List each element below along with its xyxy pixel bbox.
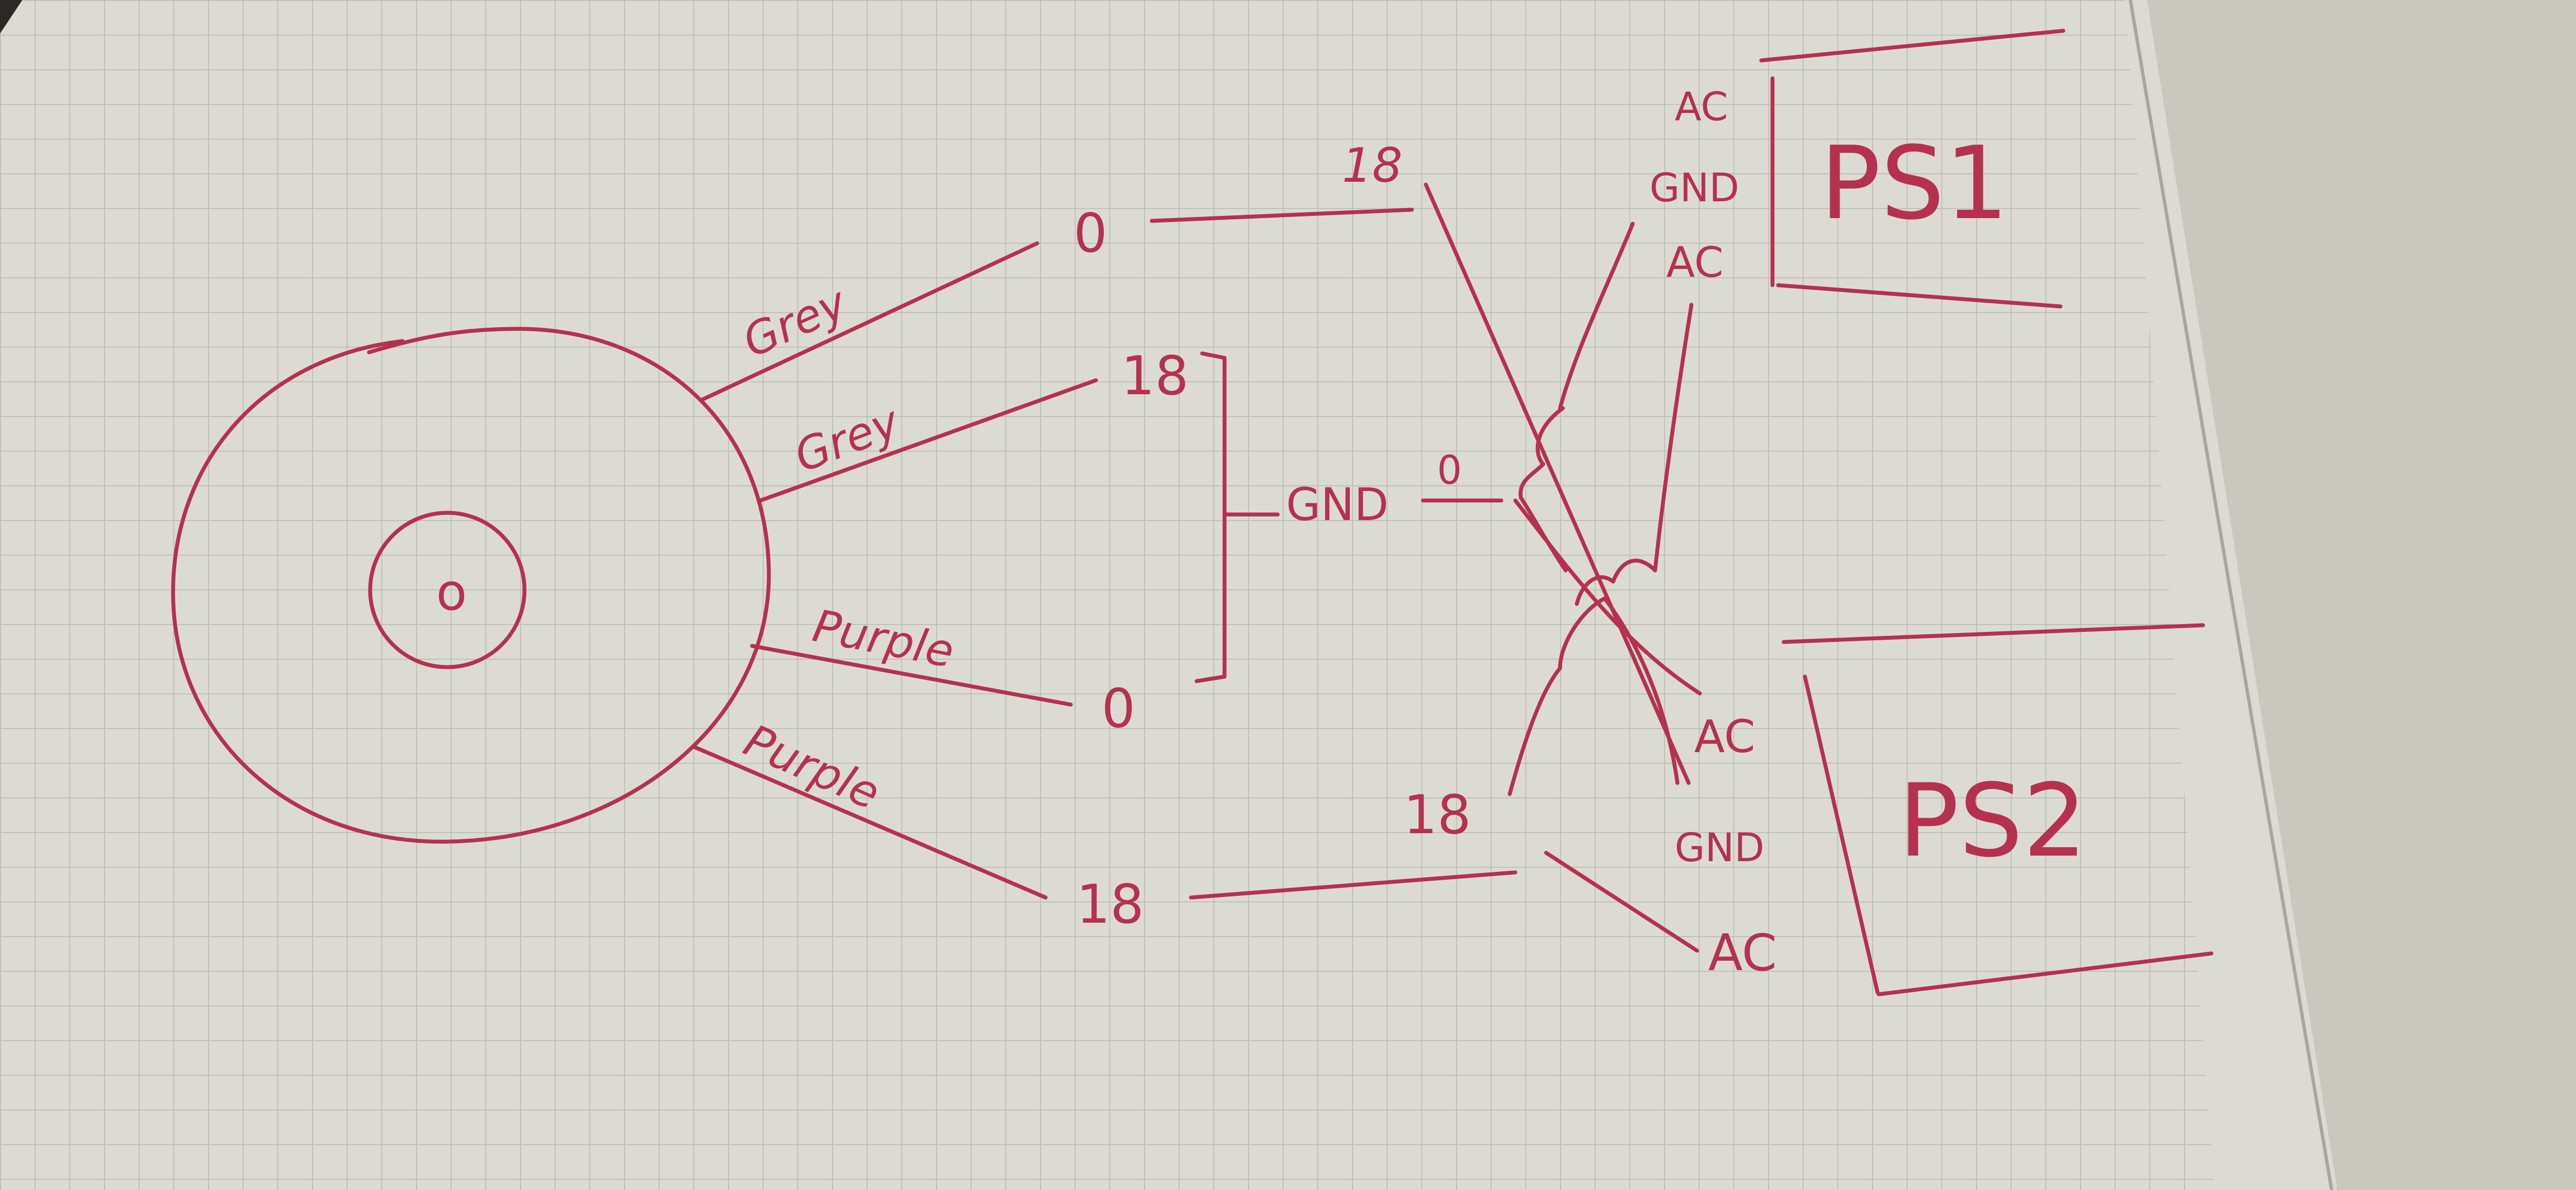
motor-center-label: o xyxy=(436,563,467,622)
ps2-outline xyxy=(1781,623,2214,997)
motor-outer-circle xyxy=(171,327,771,844)
ground-junction-label: GND xyxy=(1286,479,1388,531)
ps1-feed-line xyxy=(1150,207,1414,223)
terminal-grey-18: 18 xyxy=(1121,346,1189,407)
under-sheet xyxy=(2102,0,2576,1190)
ps2-feed-line xyxy=(1189,870,1518,900)
ps1-terminal-ac-bottom: AC xyxy=(1666,238,1723,287)
terminal-purple-18: 18 xyxy=(1076,874,1144,936)
wire-purple-0 xyxy=(750,644,1073,707)
motor-inner-circle xyxy=(368,511,527,669)
motor-wires xyxy=(691,241,1098,900)
ps2-feed-value: 18 xyxy=(1403,785,1471,846)
crossing-wires xyxy=(1424,182,1702,953)
cross-wire-ps1-to-ps2 xyxy=(1424,182,1691,785)
ps2-terminal-gnd: GND xyxy=(1675,825,1765,871)
ps1-terminal-gnd: GND xyxy=(1649,165,1740,211)
ps2-label: PS2 xyxy=(1898,763,2087,880)
wire-purple-18 xyxy=(691,744,1048,900)
ps1-feed-value: 18 xyxy=(1342,138,1402,193)
cross-wire-18-to-ac xyxy=(1544,851,1699,953)
paper-grid xyxy=(0,0,2214,1190)
ground-bracket: GND 0 xyxy=(1194,351,1568,683)
ps2-terminal-ac-bottom: AC xyxy=(1708,924,1777,983)
ps1-outline xyxy=(1759,29,2065,309)
ps2-feed: 18 xyxy=(1189,785,1518,900)
cross-wire-18-to-ps2 xyxy=(1507,596,1680,796)
cross-wire-gnd-to-ps1 xyxy=(1558,221,1635,410)
wire-grey-0 xyxy=(699,241,1039,402)
cross-wire-ac-to-ps1 xyxy=(1575,303,1694,606)
ps1-terminal-ac-top: AC xyxy=(1675,84,1728,130)
motor: o xyxy=(171,327,771,844)
ground-bracket-line xyxy=(1194,351,1227,683)
wire-terminals: 0 18 0 18 xyxy=(1074,203,1189,936)
ground-junction-value: 0 xyxy=(1437,447,1462,493)
ps1-feed: 18 xyxy=(1150,138,1414,223)
ps2-terminal-ac-top: AC xyxy=(1694,711,1755,763)
terminal-purple-0: 0 xyxy=(1102,678,1135,740)
paper-edge xyxy=(2129,0,2333,1190)
ps2-block: PS2 AC GND AC xyxy=(1675,623,2214,997)
ps1-block: PS1 AC GND AC xyxy=(1649,29,2065,309)
ps1-label: PS1 xyxy=(1820,125,2008,242)
wire-grey-18 xyxy=(758,378,1098,503)
terminal-grey-0: 0 xyxy=(1074,203,1107,265)
